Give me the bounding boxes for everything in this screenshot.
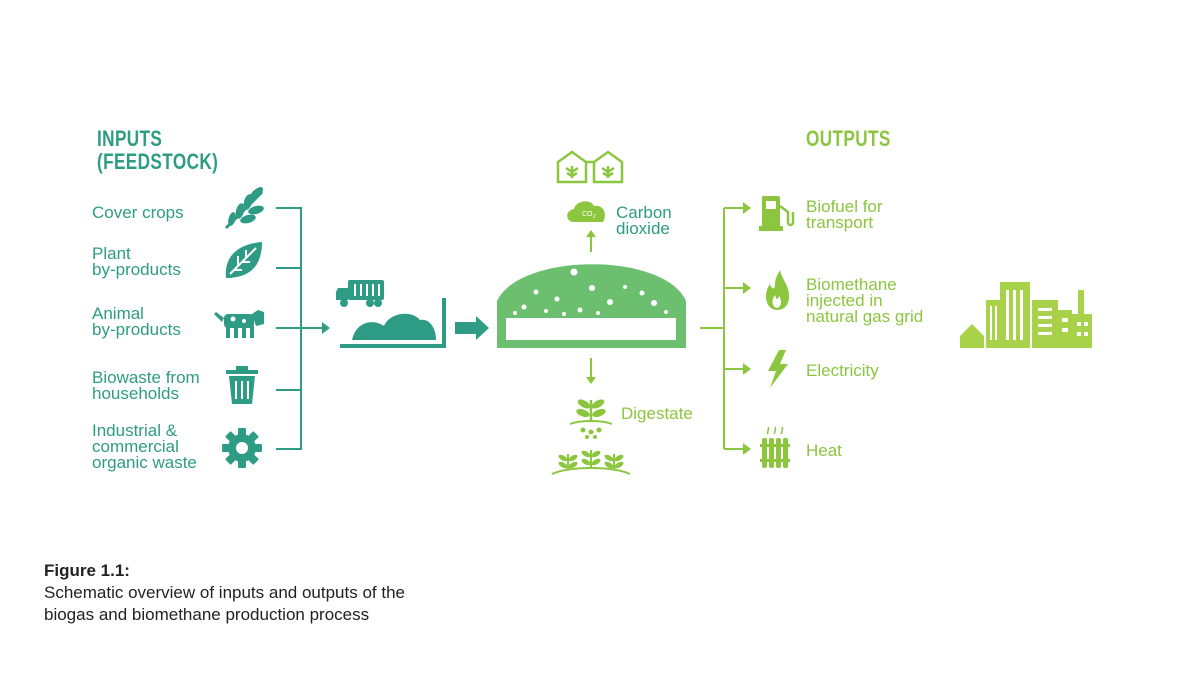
outputs-bracket xyxy=(700,208,744,449)
figure-caption-title: Figure 1.1: xyxy=(44,560,405,582)
digester-tank xyxy=(497,264,686,348)
feedstock-pile-icon xyxy=(340,298,444,346)
output-arrowheads xyxy=(743,202,751,455)
lightning-icon xyxy=(768,350,788,388)
flame-icon xyxy=(766,270,789,310)
truck-icon xyxy=(336,280,384,307)
figure-caption: Figure 1.1: Schematic overview of inputs… xyxy=(44,560,405,626)
city-skyline-icon xyxy=(960,282,1092,348)
field-icon xyxy=(552,449,630,474)
leaf-icon xyxy=(226,242,262,278)
greenhouse-icon xyxy=(558,152,622,182)
co2-subscript: 2 xyxy=(593,214,596,220)
wheat-icon xyxy=(226,185,265,228)
inputs-bracket xyxy=(276,208,322,449)
trash-bin-icon xyxy=(226,366,258,404)
radiator-icon xyxy=(760,427,790,468)
sprout-icon xyxy=(570,397,612,439)
bracket-arrowhead xyxy=(322,322,330,334)
co2-cloud-icon: CO 2 xyxy=(567,201,605,222)
feed-arrow xyxy=(455,316,489,340)
fuel-pump-icon xyxy=(759,196,793,231)
digestate-arrowhead xyxy=(586,377,596,384)
cow-icon xyxy=(214,310,264,338)
figure-caption-text: Schematic overview of inputs and outputs… xyxy=(44,582,405,626)
gear-icon xyxy=(222,428,262,468)
co2-symbol: CO xyxy=(582,211,593,218)
co2-arrowhead xyxy=(586,230,596,237)
